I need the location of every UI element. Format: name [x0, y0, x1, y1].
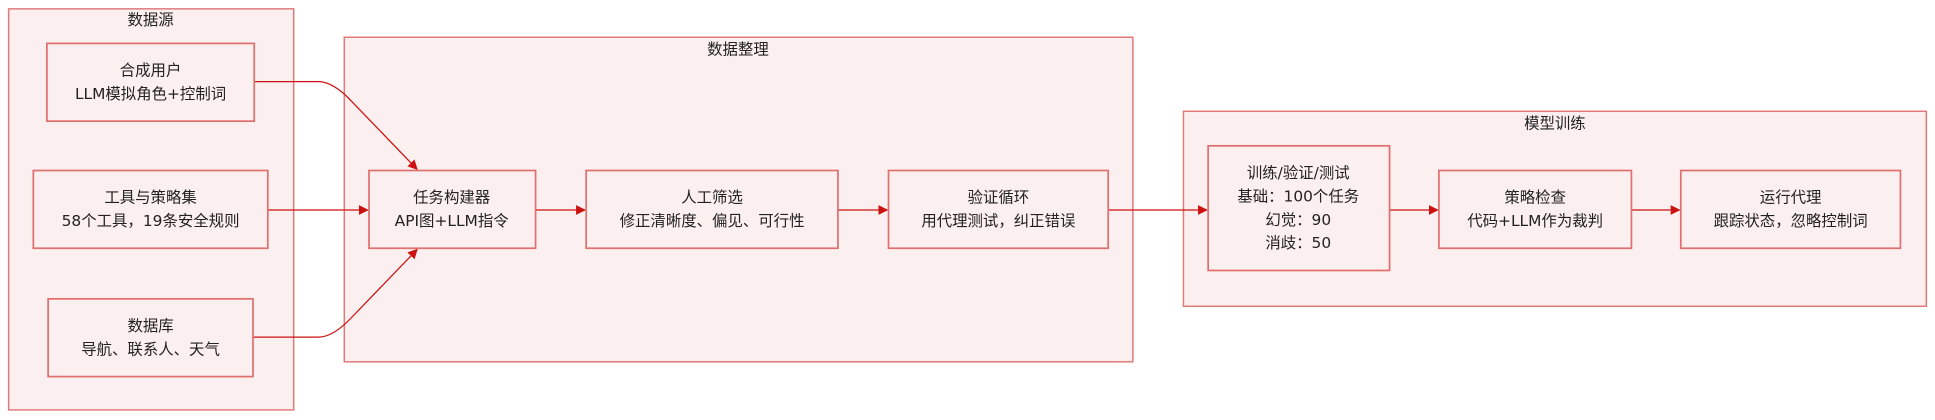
node-run-agent: 运行代理 跟踪状态，忽略控制词	[1679, 169, 1902, 250]
node-title: 工具与策略集	[104, 189, 196, 207]
node-line: 幻觉：90	[1265, 211, 1331, 229]
edge-users-to-builder	[254, 81, 418, 170]
node-title: 验证循环	[968, 189, 1030, 207]
node-title: 运行代理	[1760, 189, 1822, 207]
node-desc: API图+LLM指令	[395, 212, 509, 230]
edges	[252, 81, 1681, 338]
node-policy-check: 策略检查 代码+LLM作为裁判	[1438, 169, 1633, 250]
group-title: 模型训练	[1524, 115, 1586, 133]
node-title: 数据库	[127, 317, 173, 335]
node-validation-loop: 验证循环 用代理测试，纠正错误	[887, 169, 1110, 250]
node-desc: 代码+LLM作为裁判	[1467, 212, 1603, 230]
node-title: 策略检查	[1504, 189, 1566, 207]
node-train-val-test: 训练/验证/测试 基础：100个任务 幻觉：90 消歧：50	[1207, 144, 1391, 272]
group-title: 数据源	[127, 11, 173, 29]
node-desc: 58个工具，19条安全规则	[62, 212, 240, 230]
node-desc: 修正清晰度、偏见、可行性	[620, 212, 805, 230]
group-title: 数据整理	[707, 41, 769, 59]
node-task-builder: 任务构建器 API图+LLM指令	[368, 169, 537, 250]
node-title: 任务构建器	[413, 189, 490, 207]
node-database: 数据库 导航、联系人、天气	[47, 297, 254, 378]
node-desc: 用代理测试，纠正错误	[921, 212, 1075, 230]
node-line: 基础：100个任务	[1237, 187, 1359, 205]
edge-db-to-builder	[252, 248, 418, 338]
node-tools-policies: 工具与策略集 58个工具，19条安全规则	[32, 169, 269, 250]
node-desc: LLM模拟角色+控制词	[75, 85, 226, 103]
node-title: 训练/验证/测试	[1247, 164, 1350, 182]
node-synthetic-users: 合成用户 LLM模拟角色+控制词	[46, 42, 256, 123]
node-title: 人工筛选	[681, 189, 743, 207]
node-line: 消歧：50	[1265, 234, 1331, 252]
node-title: 合成用户	[120, 61, 182, 79]
node-desc: 导航、联系人、天气	[81, 340, 220, 358]
node-human-filter: 人工筛选 修正清晰度、偏见、可行性	[585, 169, 839, 250]
node-desc: 跟踪状态，忽略控制词	[1714, 212, 1868, 230]
